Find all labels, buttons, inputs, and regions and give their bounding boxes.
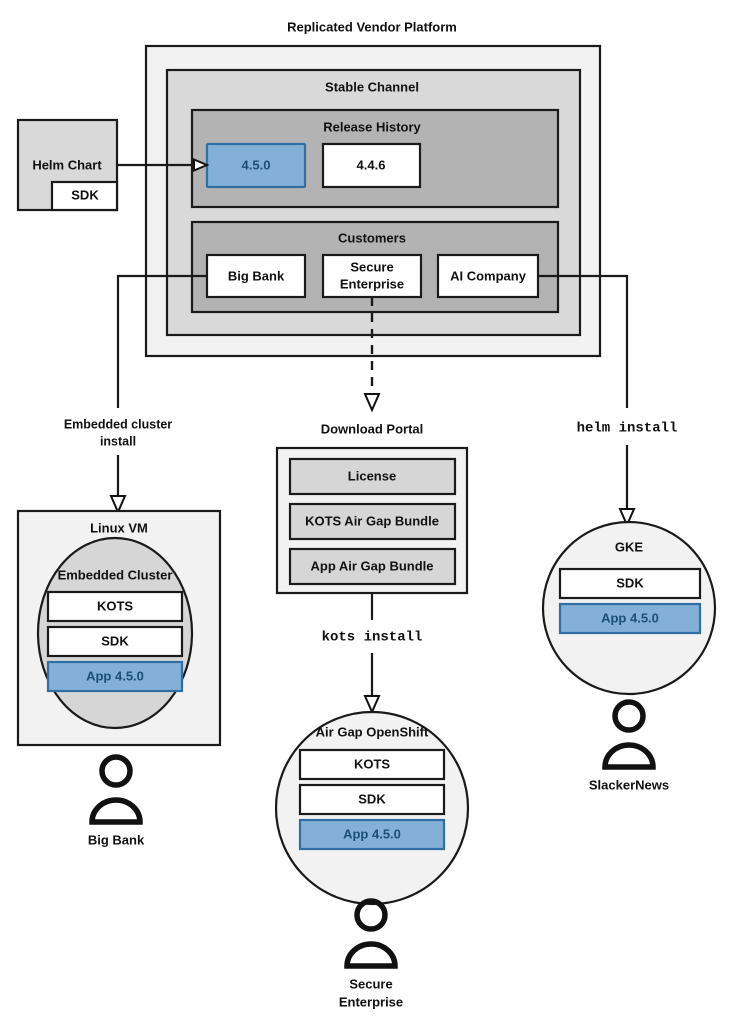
- openshift-component-app[interactable]: [298, 818, 446, 851]
- linux-vm-label: Linux VM: [90, 520, 148, 535]
- embedded-cluster-label: Embedded Cluster: [58, 567, 173, 582]
- openshift-component-kots[interactable]: [298, 748, 446, 781]
- install-label-helm: helm install: [577, 421, 678, 437]
- install-label-kots: kots install: [322, 630, 423, 646]
- helm-chart-sdk-label: SDK: [71, 187, 99, 202]
- customer-box-ai-company[interactable]: [436, 253, 540, 299]
- linux-vm-component-sdk[interactable]: [46, 625, 184, 658]
- target1-component-1: SDK: [358, 791, 386, 806]
- target1-customer-line1: Secure: [349, 976, 392, 991]
- helm-chart-sdk-box: [50, 180, 119, 212]
- artifact-label-2: App Air Gap Bundle: [310, 558, 433, 573]
- artifact-box-app-air-gap-bundle[interactable]: [288, 547, 457, 586]
- arrowhead-embedded-to-linuxvm: [109, 495, 127, 515]
- target1-component-0: KOTS: [354, 756, 390, 771]
- artifact-label-0: License: [348, 468, 396, 483]
- arrowhead-secure-to-portal: [363, 393, 381, 413]
- linux-vm-component-kots[interactable]: [46, 590, 184, 623]
- stable-channel-label: Stable Channel: [325, 79, 419, 94]
- target2-customer-label: SlackerNews: [589, 777, 669, 792]
- customer-box-big-bank[interactable]: [205, 253, 307, 299]
- edge-aicompany-to-helm: [538, 274, 629, 408]
- target0-component-0: KOTS: [97, 598, 133, 613]
- openshift-component-sdk[interactable]: [298, 783, 446, 816]
- release-history-label: Release History: [323, 119, 421, 134]
- target1-component-2: App 4.5.0: [343, 826, 401, 841]
- artifact-box-kots-air-gap-bundle[interactable]: [288, 502, 457, 541]
- edge-bigbank-to-embedded: [116, 274, 207, 408]
- page-title: Replicated Vendor Platform: [287, 19, 457, 34]
- arrowhead-kots-to-openshift: [363, 695, 381, 715]
- arrowhead-helm-to-release: [193, 157, 210, 173]
- airgap-openshift-label: Air Gap OpenShift: [316, 724, 429, 739]
- release-version-1: 4.4.6: [357, 157, 386, 172]
- target2-component-1: App 4.5.0: [601, 610, 659, 625]
- customer-name-0: Big Bank: [228, 268, 285, 283]
- person-icon-secure-enterprise: [344, 898, 398, 969]
- person-icon-slackernews: [602, 699, 656, 770]
- arrowhead-helm-to-gke: [618, 508, 636, 528]
- gke-component-app[interactable]: [558, 602, 702, 635]
- customer-name-2: AI Company: [450, 268, 527, 283]
- target1-customer-line2: Enterprise: [339, 994, 403, 1009]
- download-portal-label: Download Portal: [321, 421, 424, 436]
- customer-name-1-line1: Secure: [350, 259, 393, 274]
- target0-customer-label: Big Bank: [88, 832, 145, 847]
- customer-box-secure-enterprise[interactable]: [321, 253, 423, 299]
- target2-component-0: SDK: [616, 575, 644, 590]
- linux-vm-component-app[interactable]: [46, 660, 184, 693]
- gke-component-sdk[interactable]: [558, 567, 702, 600]
- customer-name-1-line2: Enterprise: [340, 276, 404, 291]
- install-label-embedded-line2: install: [100, 434, 136, 448]
- artifact-label-1: KOTS Air Gap Bundle: [305, 513, 439, 528]
- release-version-0: 4.5.0: [242, 157, 271, 172]
- helm-chart-label: Helm Chart: [32, 157, 102, 172]
- install-label-embedded-line1: Embedded cluster: [64, 417, 172, 431]
- artifact-box-license[interactable]: [288, 457, 457, 496]
- target0-component-1: SDK: [101, 633, 129, 648]
- customers-label: Customers: [338, 230, 406, 245]
- gke-label: GKE: [615, 539, 644, 554]
- release-box-4-4-6[interactable]: [321, 142, 422, 189]
- target0-component-2: App 4.5.0: [86, 668, 144, 683]
- person-icon-big-bank: [89, 754, 143, 825]
